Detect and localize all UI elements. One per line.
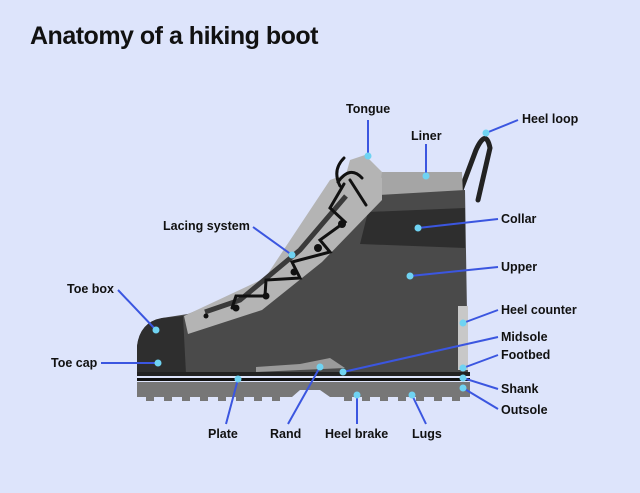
label-lugs: Lugs bbox=[412, 427, 442, 441]
midsole-line-shape bbox=[137, 372, 470, 376]
laces-shape bbox=[230, 156, 368, 310]
label-rand: Rand bbox=[270, 427, 301, 441]
label-shank: Shank bbox=[501, 382, 539, 396]
label-midsole: Midsole bbox=[501, 330, 548, 344]
label-lacing-system: Lacing system bbox=[163, 219, 250, 233]
liner-shape bbox=[378, 172, 463, 197]
label-heel-brake: Heel brake bbox=[325, 427, 388, 441]
callout-labels: Tongue Liner Heel loop Collar Lacing sys… bbox=[51, 102, 579, 441]
heel-counter-shape bbox=[458, 306, 468, 370]
label-toe-cap: Toe cap bbox=[51, 356, 98, 370]
boot-illustration bbox=[137, 136, 493, 401]
lace-hooks bbox=[203, 220, 346, 319]
label-plate: Plate bbox=[208, 427, 238, 441]
label-liner: Liner bbox=[411, 129, 442, 143]
callout-leaders bbox=[101, 119, 519, 425]
label-heel-counter: Heel counter bbox=[501, 303, 577, 317]
diagram-title: Anatomy of a hiking boot bbox=[30, 22, 319, 50]
toe-box-shape bbox=[137, 316, 186, 374]
eyelet-strap-shape bbox=[204, 194, 348, 315]
label-collar: Collar bbox=[501, 212, 537, 226]
label-toe-box: Toe box bbox=[67, 282, 114, 296]
label-footbed: Footbed bbox=[501, 348, 550, 362]
heel-loop-shape bbox=[458, 136, 493, 203]
outsole-shape bbox=[137, 382, 470, 401]
collar-shape bbox=[360, 208, 465, 248]
label-upper: Upper bbox=[501, 260, 537, 274]
label-outsole: Outsole bbox=[501, 403, 548, 417]
label-heel-loop: Heel loop bbox=[522, 112, 579, 126]
label-tongue: Tongue bbox=[346, 102, 390, 116]
shank-line-shape bbox=[137, 378, 470, 381]
